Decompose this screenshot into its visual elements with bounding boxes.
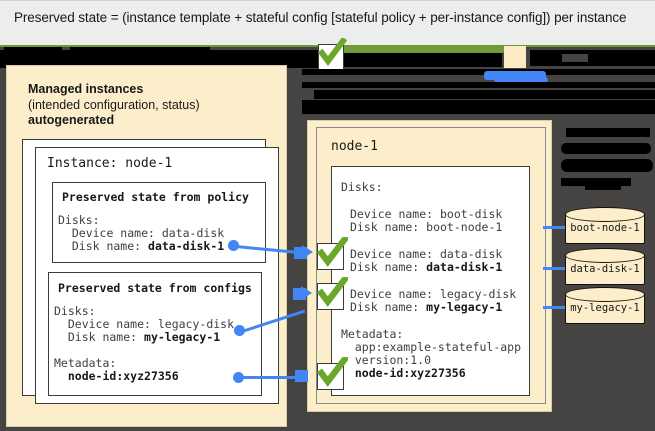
- redaction-blue-scribble-2: [494, 77, 548, 83]
- redaction-bar-row4: [302, 100, 655, 114]
- connector-dot-metadata: [233, 372, 244, 383]
- connector-arrow-policy: [302, 245, 313, 259]
- redaction-bar-row2: [302, 69, 655, 75]
- check-badge-legacy-disk: [316, 277, 348, 310]
- redaction-bar-top-thin: [4, 47, 62, 51]
- node-data-device: Device name: data-disk: [350, 247, 503, 261]
- disk-link-boot: [543, 226, 565, 229]
- disk-cylinder-legacy: my-legacy-1: [564, 287, 645, 324]
- connector-square-policy: [294, 247, 307, 259]
- connector-arrow-legacy: [301, 286, 312, 300]
- green-highlight-stripe: [336, 46, 504, 53]
- configs-metadata-node-id: node-id:xyz27356: [67, 369, 179, 383]
- redaction-bar-right-3: [561, 159, 653, 172]
- caption-band: Preserved state = (instance template + s…: [0, 0, 655, 46]
- connector-square-legacy: [293, 288, 306, 300]
- redaction-notch-top-right: [562, 54, 588, 62]
- node-legacy-device: Device name: legacy-disk: [350, 287, 517, 301]
- check-badge-data-disk: [316, 237, 348, 270]
- preserved-state-policy-title: Preserved state from policy: [62, 190, 249, 204]
- node-metadata-version: version:1.0: [341, 353, 432, 367]
- redaction-bar-right-2: [561, 143, 651, 154]
- policy-disks-label: Disks:: [58, 213, 100, 227]
- redaction-bar-top-left: [0, 50, 318, 68]
- check-badge-metadata: [316, 357, 348, 390]
- connector-dot-policy: [228, 240, 239, 251]
- check-badge-top: [317, 38, 347, 70]
- configs-device-name: Device name: legacy-disk: [54, 317, 235, 331]
- node-data-disk: Disk name: data-disk-1: [350, 260, 503, 274]
- redaction-bar-top-mid: [340, 53, 502, 67]
- connector-line-metadata: [241, 376, 307, 379]
- redaction-bar-right-4: [561, 178, 631, 186]
- node-metadata-app: app:example-stateful-app: [341, 340, 522, 354]
- node-metadata-node-id: node-id:xyz27356: [354, 366, 466, 380]
- disk-link-legacy: [543, 306, 565, 309]
- heading-line-2: (intended configuration, status): [28, 97, 200, 112]
- configs-disk-name: Disk name: my-legacy-1: [54, 330, 221, 344]
- connector-square-metadata: [295, 370, 308, 382]
- disk-link-data: [543, 267, 565, 270]
- preserved-state-configs-box: [48, 272, 262, 396]
- cream-chip-top: [504, 46, 526, 68]
- redaction-bar-right-5: [585, 186, 621, 190]
- heading-line-1: Managed instances: [28, 82, 144, 96]
- connector-dot-legacy: [234, 325, 245, 336]
- redaction-bar-right-1: [566, 128, 650, 137]
- redaction-bar-top-right: [530, 50, 655, 66]
- disk-label-data: data-disk-1: [570, 263, 640, 275]
- redaction-blue-scribble: [484, 71, 546, 80]
- node-disks-label: Disks:: [341, 180, 383, 194]
- node-boot-device: Device name: boot-disk: [350, 207, 503, 221]
- caption-text: Preserved state = (instance template + s…: [14, 10, 627, 25]
- configs-metadata-label: Metadata:: [54, 356, 117, 370]
- check-mark-icon: [317, 38, 347, 66]
- preserved-state-configs-title: Preserved state from configs: [58, 281, 252, 295]
- node-details-box: [331, 166, 530, 396]
- policy-device-name: Device name: data-disk: [58, 226, 225, 240]
- redaction-bar-top-thin-2: [70, 47, 210, 51]
- redaction-bar-row2b: [302, 82, 655, 88]
- node-boot-disk: Disk name: boot-node-1: [350, 220, 503, 234]
- policy-disk-name: Disk name: data-disk-1: [58, 239, 225, 253]
- redaction-bar-row3: [314, 90, 655, 99]
- node-title: node-1: [331, 139, 378, 154]
- disk-label-legacy: my-legacy-1: [570, 302, 640, 314]
- disk-cylinder-data: data-disk-1: [564, 248, 645, 285]
- configs-disks-label: Disks:: [54, 304, 96, 318]
- node-metadata-label: Metadata:: [341, 327, 404, 341]
- disk-label-boot: boot-node-1: [570, 222, 640, 234]
- node-legacy-disk: Disk name: my-legacy-1: [350, 300, 503, 314]
- check-mark-icon: [316, 237, 348, 267]
- managed-instances-heading: Managed instances (intended configuratio…: [28, 82, 200, 129]
- disk-cylinder-boot: boot-node-1: [564, 207, 645, 244]
- instance-title: Instance: node-1: [47, 156, 173, 171]
- heading-line-3: autogenerated: [28, 113, 115, 127]
- check-mark-icon: [316, 357, 348, 387]
- check-mark-icon: [316, 277, 348, 307]
